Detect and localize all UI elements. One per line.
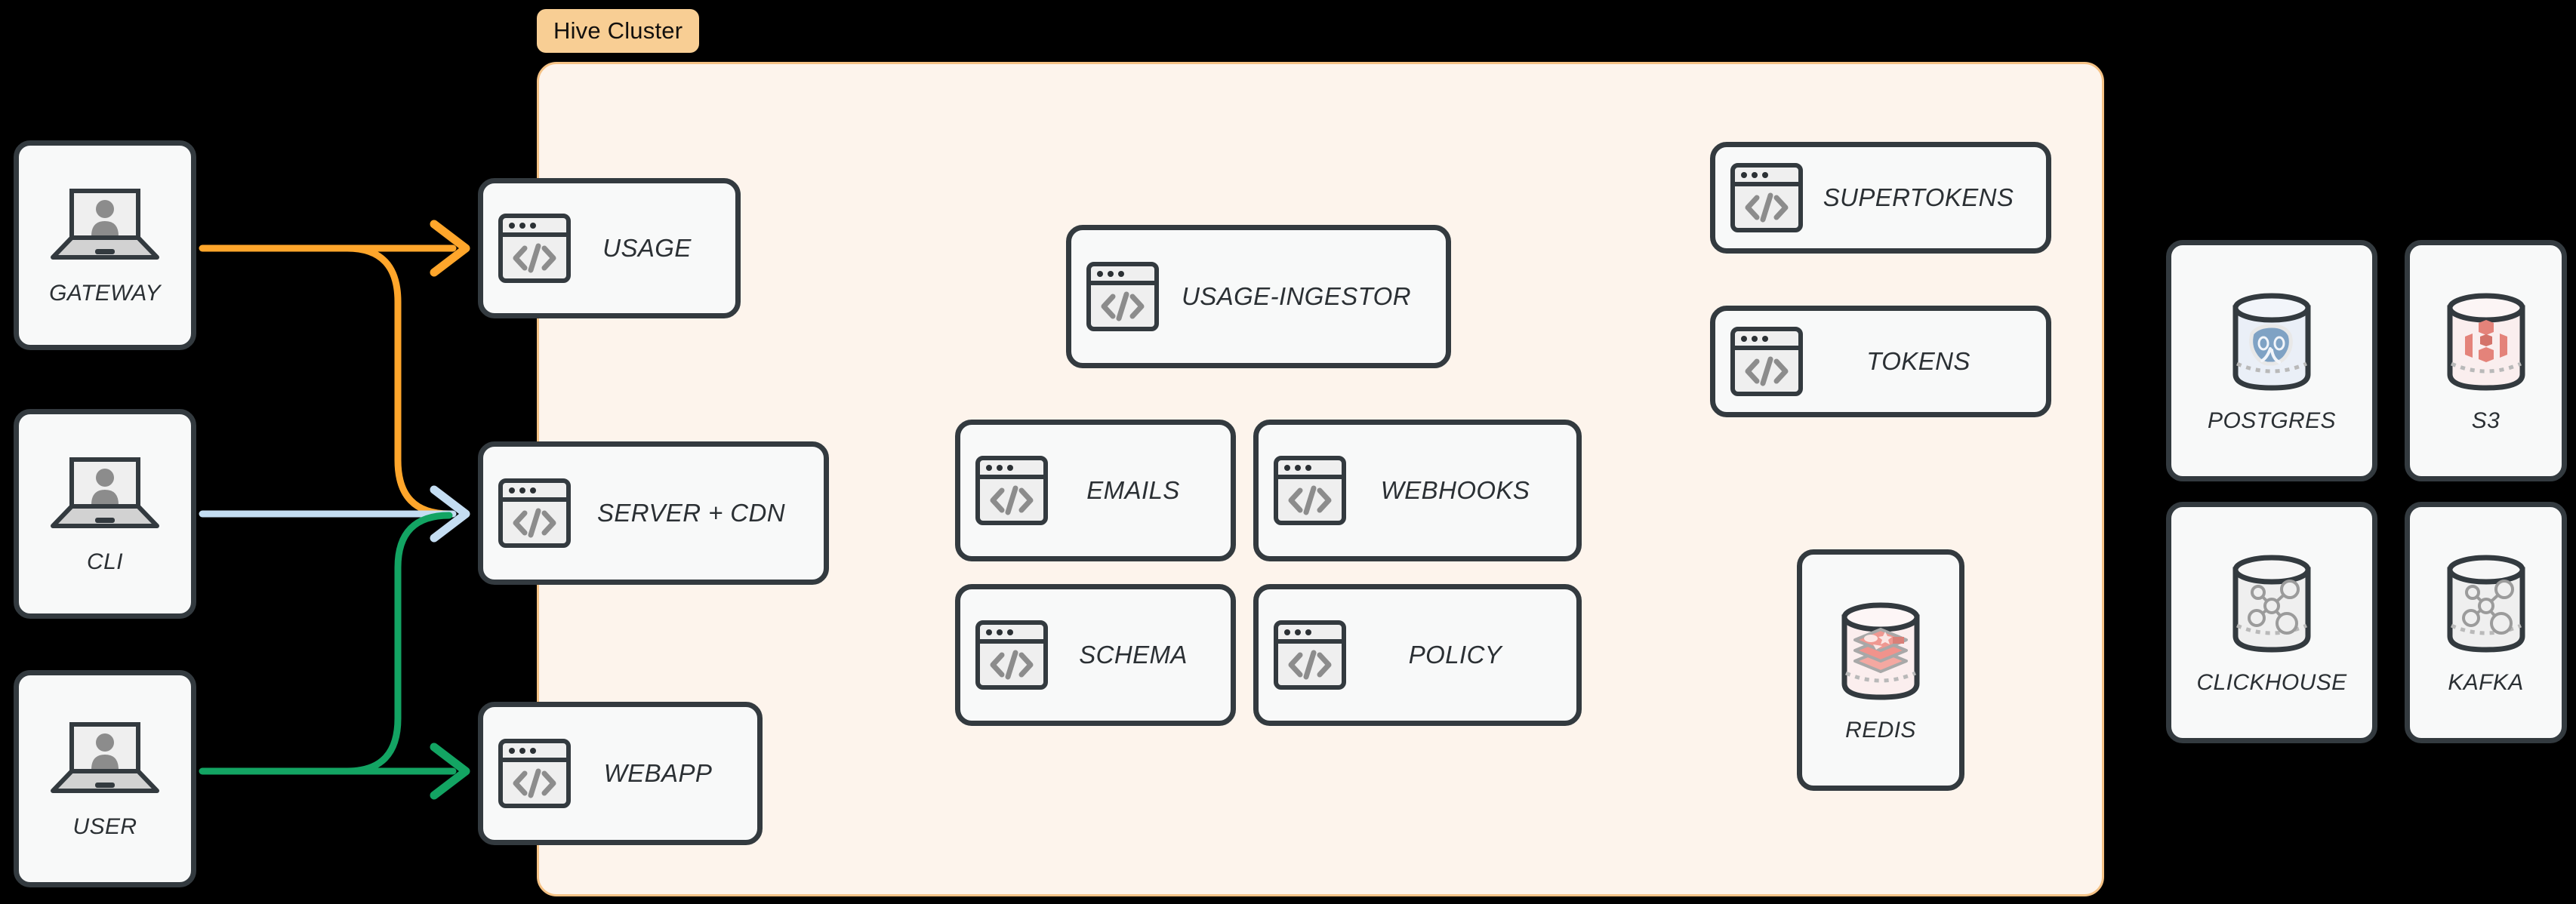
service-node-usage[interactable]: USAGE (478, 178, 741, 318)
client-node-gateway[interactable]: GATEWAY (14, 140, 196, 350)
client-node-cli[interactable]: CLI (14, 409, 196, 619)
service-label: TOKENS (1866, 347, 1971, 375)
laptop-user-icon (48, 718, 162, 804)
connector-cli-server (199, 485, 470, 543)
service-node-supertokens[interactable]: SUPERTOKENS (1710, 142, 2051, 254)
client-label: USER (72, 813, 137, 839)
service-label: USAGE (602, 234, 692, 262)
store-label: POSTGRES (2208, 407, 2336, 433)
service-label: WEBAPP (603, 759, 713, 787)
code-window-icon (1272, 619, 1348, 691)
connector-gateway-server (344, 244, 453, 518)
laptop-user-icon (48, 185, 162, 270)
network-cylinder-icon (2222, 550, 2322, 660)
store-label: KAFKA (2448, 669, 2524, 695)
service-node-webapp[interactable]: WEBAPP (478, 702, 763, 845)
hive-cluster-badge: Hive Cluster (537, 9, 700, 53)
store-node-s3[interactable]: S3 (2405, 240, 2567, 481)
service-label: WEBHOOKS (1380, 476, 1530, 504)
service-node-tokens[interactable]: TOKENS (1710, 306, 2051, 417)
store-label: S3 (2471, 407, 2501, 433)
code-window-icon (974, 454, 1049, 527)
service-node-usage-ingestor[interactable]: USAGE-INGESTOR (1066, 225, 1451, 368)
code-window-icon (497, 212, 572, 284)
service-node-policy[interactable]: POLICY (1253, 584, 1582, 726)
code-window-icon (497, 737, 572, 810)
laptop-user-icon (48, 454, 162, 539)
store-node-postgres[interactable]: POSTGRES (2166, 240, 2377, 481)
code-window-icon (497, 477, 572, 549)
code-window-icon (1729, 325, 1804, 398)
code-window-icon (974, 619, 1049, 691)
connector-user-server (344, 512, 453, 775)
code-window-icon (1729, 161, 1804, 234)
service-label: SCHEMA (1079, 641, 1188, 669)
service-label: POLICY (1408, 641, 1502, 669)
connector-gateway-usage (199, 220, 470, 277)
client-node-user[interactable]: USER (14, 670, 196, 887)
code-window-icon (1272, 454, 1348, 527)
redis-cylinder-icon (1831, 598, 1930, 707)
service-label: SERVER + CDN (596, 499, 785, 527)
postgres-cylinder-icon (2222, 288, 2322, 398)
client-label: GATEWAY (49, 280, 161, 306)
network-cylinder-icon (2436, 550, 2536, 660)
service-node-emails[interactable]: EMAILS (955, 420, 1236, 561)
service-node-schema[interactable]: SCHEMA (955, 584, 1236, 726)
service-node-server-cdn[interactable]: SERVER + CDN (478, 441, 829, 585)
store-label: CLICKHOUSE (2196, 669, 2347, 695)
client-label: CLI (87, 549, 123, 574)
store-node-redis[interactable]: REDIS (1797, 549, 1964, 791)
code-window-icon (1085, 260, 1160, 333)
s3-cylinder-icon (2436, 288, 2536, 398)
store-node-kafka[interactable]: KAFKA (2405, 502, 2567, 743)
service-label: SUPERTOKENS (1823, 183, 2014, 211)
service-node-webhooks[interactable]: WEBHOOKS (1253, 420, 1582, 561)
connector-user-webapp (199, 743, 470, 800)
store-label: REDIS (1845, 717, 1916, 743)
service-label: USAGE-INGESTOR (1182, 282, 1411, 310)
store-node-clickhouse[interactable]: CLICKHOUSE (2166, 502, 2377, 743)
service-label: EMAILS (1086, 476, 1180, 504)
